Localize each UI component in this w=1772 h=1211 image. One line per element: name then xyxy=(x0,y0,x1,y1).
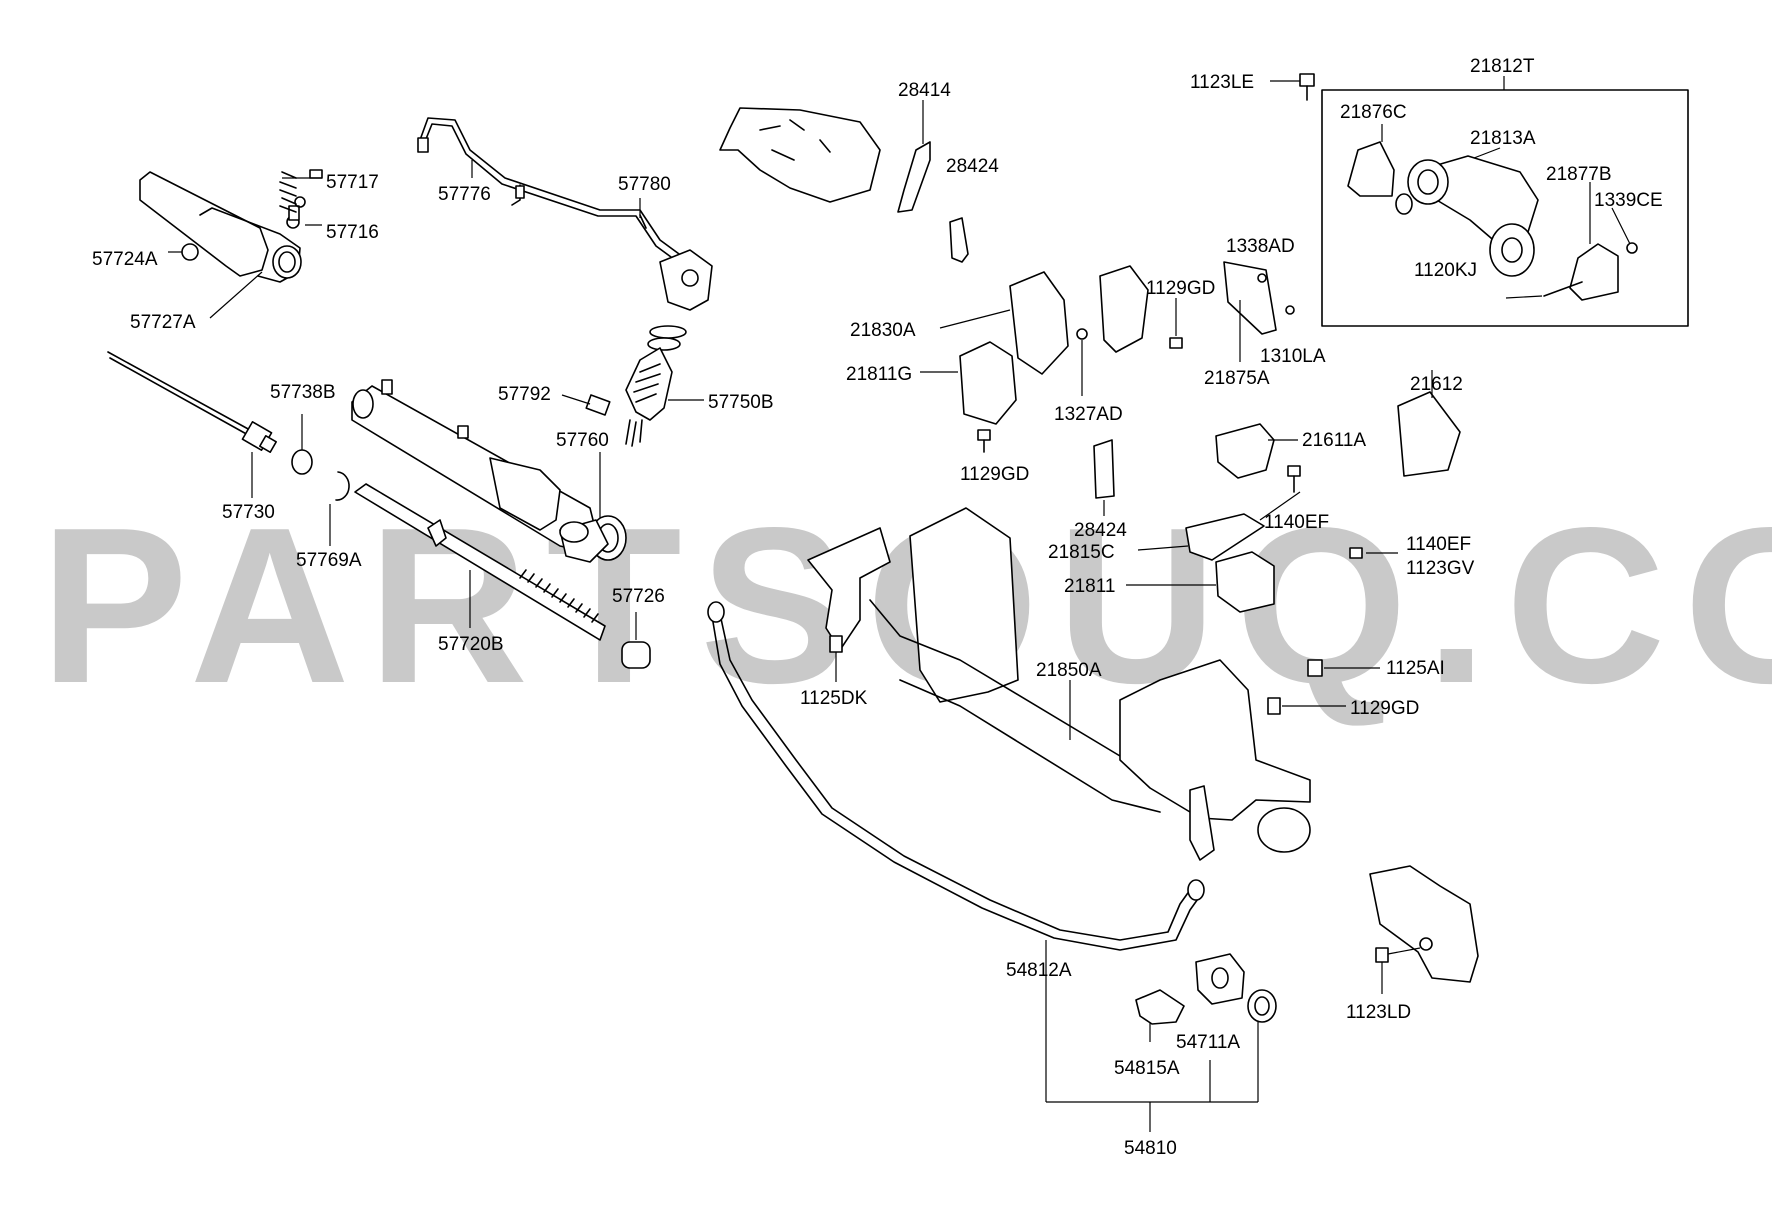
inner-tie-rod-57730 xyxy=(107,351,277,453)
bracket-21612 xyxy=(1397,391,1461,477)
label-1129GD-top: 1129GD xyxy=(1146,278,1215,299)
mount-cover-21830A xyxy=(1009,271,1069,375)
label-1125AI: 1125AI xyxy=(1386,658,1445,679)
crossmember-21850A xyxy=(807,507,1311,861)
bushing-54711A xyxy=(1195,953,1245,1005)
bolt-1125AI xyxy=(1307,659,1323,677)
rack-bar-57720B xyxy=(354,483,606,641)
nut-1310LA xyxy=(1285,305,1295,315)
label-57738B: 57738B xyxy=(270,382,336,403)
label-1120KJ: 1120KJ xyxy=(1414,260,1477,281)
bracket-1123LD xyxy=(1369,865,1479,983)
steering-valve-housing xyxy=(139,169,323,283)
dust-boot-57738B xyxy=(291,449,313,475)
label-57750B: 57750B xyxy=(708,392,774,413)
label-57726: 57726 xyxy=(612,586,665,607)
bolt-1129GD-right xyxy=(1267,697,1281,715)
stabilizer-bar-54812A xyxy=(707,601,1205,951)
snap-ring-57769A xyxy=(335,471,350,501)
label-21812T: 21812T xyxy=(1470,56,1535,77)
label-1339CE: 1339CE xyxy=(1594,190,1663,211)
bolt-1120KJ xyxy=(1543,281,1583,297)
bracket-21611A xyxy=(1215,423,1275,479)
nut-1338AD xyxy=(1257,273,1267,283)
bolt-1123LD xyxy=(1375,947,1389,963)
bracket-21876C xyxy=(1347,141,1395,197)
label-1123LE: 1123LE xyxy=(1190,72,1254,93)
plate-21875A xyxy=(1223,261,1277,335)
mount-21811G xyxy=(959,341,1017,425)
label-28424-mid: 28424 xyxy=(1074,520,1127,541)
label-57769A: 57769A xyxy=(296,550,362,571)
seal-ring-57724A xyxy=(181,243,199,261)
nut-1327AD xyxy=(1076,328,1088,340)
label-54812A: 54812A xyxy=(1006,960,1072,981)
engine-mount-21813A xyxy=(1407,155,1539,277)
label-54810: 54810 xyxy=(1124,1138,1177,1159)
label-21815C: 21815C xyxy=(1048,542,1115,563)
label-1310LA: 1310LA xyxy=(1260,346,1326,367)
label-57727A: 57727A xyxy=(130,312,196,333)
label-21876C: 21876C xyxy=(1340,102,1407,123)
label-57780: 57780 xyxy=(618,174,671,195)
cover-21815C xyxy=(1185,513,1265,561)
bushing-ring xyxy=(1247,989,1277,1023)
label-1327AD: 1327AD xyxy=(1054,404,1123,425)
bracket-54815A xyxy=(1135,989,1185,1025)
label-57717: 57717 xyxy=(326,172,379,193)
washer-21876C xyxy=(1395,193,1413,215)
label-28414: 28414 xyxy=(898,80,951,101)
label-54815A: 54815A xyxy=(1114,1058,1180,1079)
label-21877B: 21877B xyxy=(1546,164,1612,185)
feed-tube-assembly xyxy=(417,117,691,269)
bracket-28414 xyxy=(897,141,931,213)
label-21875A: 21875A xyxy=(1204,368,1270,389)
label-21612: 21612 xyxy=(1410,374,1463,395)
label-21813A: 21813A xyxy=(1470,128,1536,149)
bolt-1140EF-a xyxy=(1287,465,1301,477)
label-57720B: 57720B xyxy=(438,634,504,655)
label-54711A: 54711A xyxy=(1176,1032,1240,1053)
label-21811G: 21811G xyxy=(846,364,912,385)
label-21850A: 21850A xyxy=(1036,660,1102,681)
label-57724A: 57724A xyxy=(92,249,158,270)
label-21811: 21811 xyxy=(1064,576,1115,597)
label-21830A: 21830A xyxy=(850,320,916,341)
label-1129GD-mid: 1129GD xyxy=(960,464,1029,485)
label-1125DK: 1125DK xyxy=(800,688,868,709)
label-57716: 57716 xyxy=(326,222,379,243)
bracket-plate xyxy=(1099,265,1149,353)
bolt-1123LE xyxy=(1299,73,1315,87)
label-57760: 57760 xyxy=(556,430,609,451)
plate-28424-top xyxy=(949,217,969,263)
label-1140EF-top: 1140EF xyxy=(1264,512,1329,533)
label-1129GD-right: 1129GD xyxy=(1350,698,1419,719)
label-1140EF-right: 1140EF xyxy=(1406,534,1471,555)
mount-assembly-frame-21812T xyxy=(1321,89,1689,327)
label-57776: 57776 xyxy=(438,184,491,205)
bolt-1140EF-b xyxy=(1349,547,1363,559)
rack-housing-57760 xyxy=(351,379,627,563)
mount-21811 xyxy=(1215,551,1275,613)
label-1123LD: 1123LD xyxy=(1346,1002,1411,1023)
label-57730: 57730 xyxy=(222,502,275,523)
bolt-1129GD-lower xyxy=(977,429,991,441)
valve-body-57750B xyxy=(625,249,713,447)
label-1338AD: 1338AD xyxy=(1226,236,1295,257)
bolt-1125DK xyxy=(829,635,843,653)
bolt-1129GD-upper xyxy=(1169,337,1183,349)
plate-28424-mid xyxy=(1093,439,1115,499)
label-1123GV: 1123GV xyxy=(1406,558,1475,579)
nut-1339CE xyxy=(1626,242,1638,254)
engine-block-outline xyxy=(719,107,881,203)
label-28424-top: 28424 xyxy=(946,156,999,177)
bushing-57726 xyxy=(621,641,651,669)
watermark: PARTSOUQ.COM xyxy=(40,482,1772,730)
bracket-21877B xyxy=(1569,243,1619,301)
label-21611A: 21611A xyxy=(1302,430,1366,451)
label-57792: 57792 xyxy=(498,384,551,405)
bush-57792 xyxy=(585,394,611,416)
